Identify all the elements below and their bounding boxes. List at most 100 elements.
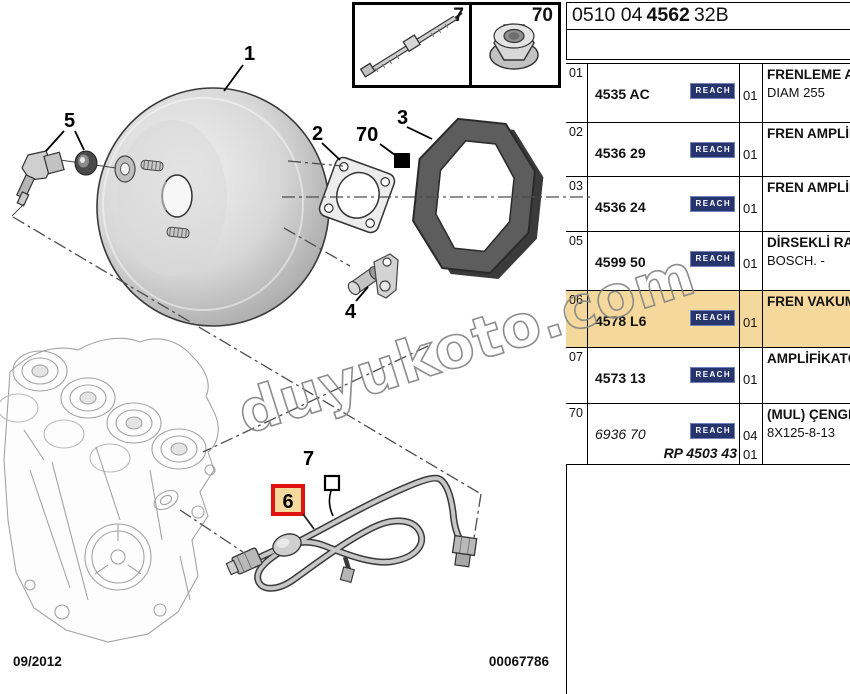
ref-number-cell: 01: [566, 64, 588, 122]
callout-6-label[interactable]: 6: [282, 491, 293, 513]
thumbnail-box: 7 70: [352, 2, 561, 88]
octagon-seal: [412, 117, 544, 280]
part-number: 4535 AC: [595, 86, 650, 102]
pipe-right-fitting: [451, 534, 478, 568]
callout-5-label: 5: [64, 110, 75, 132]
booster-stud-lower: [166, 226, 190, 239]
callouts: 1 5 2 70 3 4 7 6: [45, 43, 433, 530]
description-cell: FRENLEME AM DIAM 255: [763, 64, 850, 122]
quantity-cell: 01: [740, 232, 763, 290]
callout-7-label: 7: [303, 448, 314, 470]
description-line1: (MUL) ÇENGE: [767, 407, 850, 422]
code-suffix: 32B: [693, 4, 729, 26]
part-number-cell: 4536 29 REACH: [588, 123, 740, 176]
table-row[interactable]: 01 4535 AC REACH 01 FRENLEME AM DIAM 255: [566, 64, 850, 123]
part-number: 4536 29: [595, 145, 646, 161]
callout-6-highlight[interactable]: 6: [271, 484, 315, 530]
thumb-cell-70: 70: [472, 5, 558, 85]
cable-tie-icon: [359, 12, 463, 78]
table-row[interactable]: 06 4578 L6 REACH 01 FREN VAKUM: [566, 291, 850, 348]
vacuum-pipe: [225, 474, 478, 592]
reach-badge[interactable]: REACH: [689, 196, 735, 212]
quantity-cell: 01: [740, 177, 763, 231]
description-line1: FREN VAKUM: [767, 294, 850, 309]
quantity-secondary: 01: [743, 447, 758, 462]
pipe-left-fitting: [225, 547, 263, 576]
description-line1: FREN AMPLİF: [767, 180, 850, 195]
part-number-cell: 4578 L6 REACH: [588, 291, 740, 347]
booster-input-boss: [114, 155, 136, 183]
gasket-plate: [318, 156, 396, 234]
ref-number-cell: 05: [566, 232, 588, 290]
footer-date: 09/2012: [13, 654, 62, 669]
table-left-rule: [566, 464, 567, 694]
ref-number-cell: 06: [566, 291, 588, 347]
footer-doc-number: 00067786: [488, 654, 549, 669]
part-number-cell: 4573 13 REACH: [588, 348, 740, 403]
reach-badge[interactable]: REACH: [689, 423, 735, 439]
nut-position-marker: [394, 153, 410, 168]
center-lines: [12, 160, 594, 553]
table-row[interactable]: 02 4536 29 REACH 01 FREN AMPLİF: [566, 123, 850, 177]
brake-booster: [96, 87, 330, 327]
description-cell: FREN VAKUM: [763, 291, 850, 347]
part-number-cell: 4535 AC REACH: [588, 64, 740, 122]
pipe-stub-bolt: [339, 566, 356, 583]
description-line2: DIAM 255: [767, 85, 825, 100]
flange-nut-icon: [489, 23, 539, 70]
ref-number-cell: 07: [566, 348, 588, 403]
thumb-cell-7: 7: [355, 5, 472, 85]
description-cell: FREN AMPLİF: [763, 177, 850, 231]
callout-4-label: 4: [345, 301, 357, 323]
table-row[interactable]: 05 4599 50 REACH 01 DİRSEKLİ RAK BOSCH. -: [566, 232, 850, 291]
part-number: 4536 24: [595, 199, 646, 215]
thumb-label-7: 7: [453, 5, 464, 26]
callout-3-label: 3: [397, 107, 408, 129]
ref-number-cell: 02: [566, 123, 588, 176]
description-line1: DİRSEKLİ RAK: [767, 235, 850, 250]
thumb-label-70: 70: [531, 5, 553, 26]
code-main: 4562: [646, 4, 690, 26]
table-row[interactable]: 03 4536 24 REACH 01 FREN AMPLİF: [566, 177, 850, 232]
reach-badge[interactable]: REACH: [689, 367, 735, 383]
description-cell: FREN AMPLİF: [763, 123, 850, 176]
description-line1: FRENLEME AM: [767, 67, 850, 82]
clip-marker: [323, 474, 341, 492]
ref-number-cell: 03: [566, 177, 588, 231]
description-cell: DİRSEKLİ RAK BOSCH. -: [763, 232, 850, 290]
reach-badge[interactable]: REACH: [689, 142, 735, 158]
part-number: 4573 13: [595, 370, 646, 386]
quantity: 01: [743, 315, 758, 330]
part-number-cell: 4536 24 REACH: [588, 177, 740, 231]
quantity-cell: 01: [740, 348, 763, 403]
quantity-cell: 01: [740, 64, 763, 122]
part-number-cell: 4599 50 REACH: [588, 232, 740, 290]
description-cell: AMPLİFİKATÖ: [763, 348, 850, 403]
reach-badge[interactable]: REACH: [689, 310, 735, 326]
quantity-cell: 01: [740, 291, 763, 347]
engine-block-art: [0, 337, 219, 643]
callout-2-label: 2: [312, 123, 323, 145]
callout-1-label: 1: [244, 43, 255, 65]
quantity: 01: [743, 147, 758, 162]
part-number: 4599 50: [595, 254, 646, 270]
description-line1: FREN AMPLİF: [767, 126, 850, 141]
bracket: [347, 253, 399, 299]
grommet: [74, 150, 98, 176]
callout-70-label: 70: [356, 124, 378, 146]
reach-badge[interactable]: REACH: [689, 83, 735, 99]
quantity: 01: [743, 88, 758, 103]
part-number: 4578 L6: [595, 313, 647, 329]
quantity-cell: 01: [740, 123, 763, 176]
header-empty-band: [566, 30, 850, 60]
ref-number-cell: 70: [566, 404, 588, 464]
reach-badge[interactable]: REACH: [689, 251, 735, 267]
description-line2: BOSCH. -: [767, 253, 825, 268]
